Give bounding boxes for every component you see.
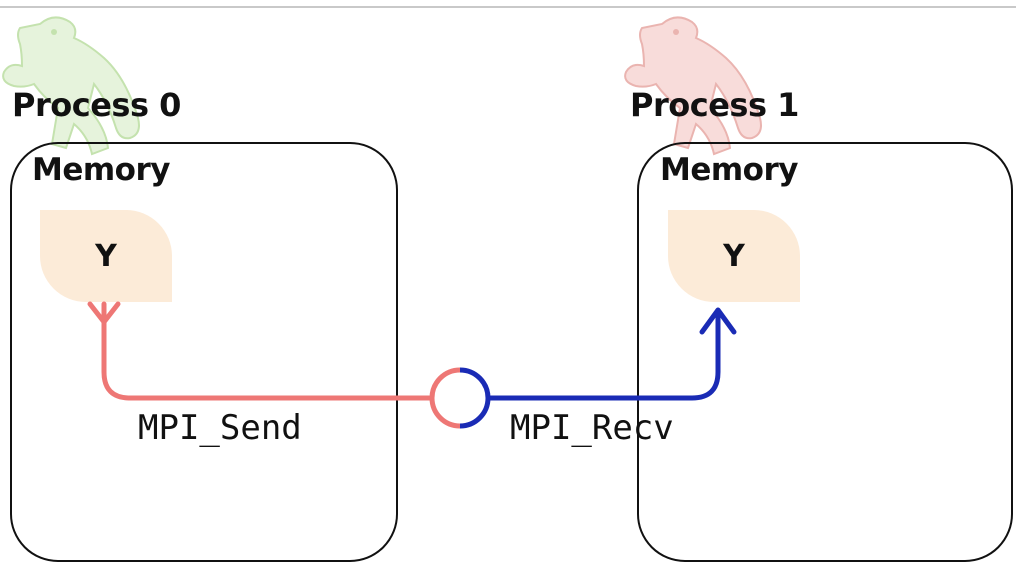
connector-recv-half (459, 367, 491, 429)
recv-path (485, 309, 721, 401)
process-1-memory-box (637, 142, 1013, 562)
process-0-memory-label: Memory (32, 152, 170, 188)
sloth-icon-process-1 (624, 16, 762, 156)
process-0-memory-box (10, 142, 398, 562)
mpi-recv-label: MPI_Recv (510, 408, 674, 448)
process-1-variable-y: Y (668, 210, 800, 302)
send-arrow-icon (87, 301, 121, 325)
recv-arrow-icon (699, 307, 737, 335)
mpi-send-label: MPI_Send (138, 408, 302, 448)
connector-send-half (429, 367, 461, 429)
process-1-title: Process 1 (630, 86, 799, 124)
send-path (101, 301, 435, 401)
process-1-memory-label: Memory (660, 152, 798, 188)
process-0-variable-y: Y (40, 210, 172, 302)
process-0-title: Process 0 (12, 86, 181, 124)
sloth-icon-process-0 (2, 16, 140, 156)
top-divider (0, 6, 1016, 8)
